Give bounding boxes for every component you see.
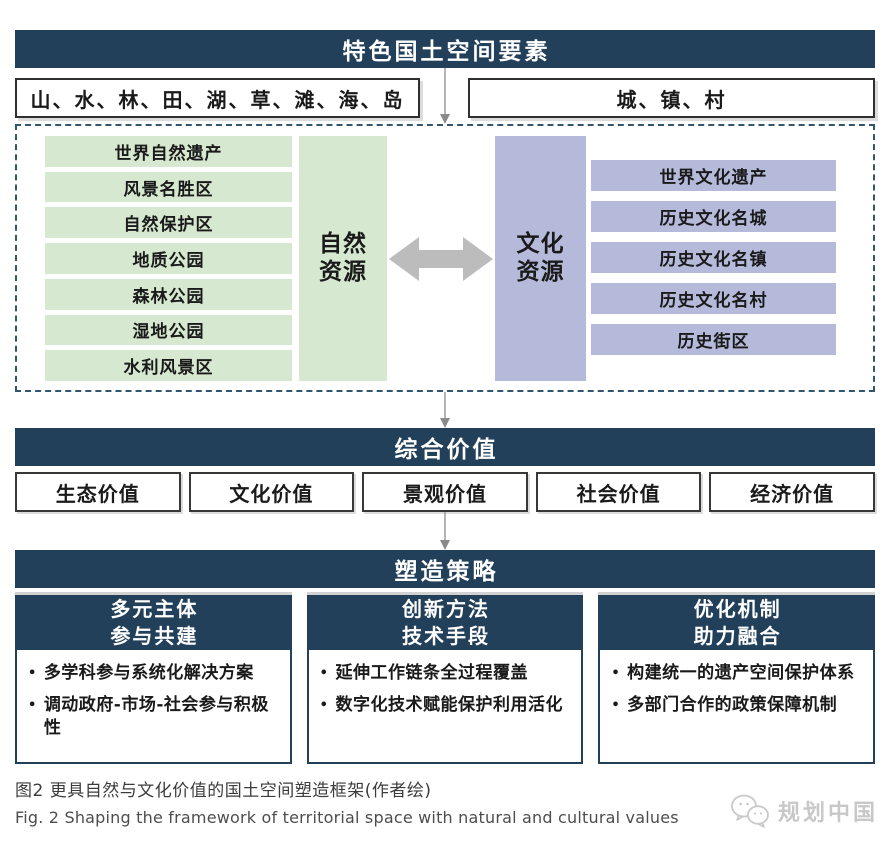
elements-right-box: 城、镇、村 [468, 78, 875, 118]
bullet-item: 多部门合作的政策保障机制 [606, 694, 865, 717]
column-title-line: 助力融合 [693, 623, 782, 648]
cultural-item: 历史文化名村 [591, 283, 836, 314]
exchange-arrow [387, 136, 495, 381]
cultural-item: 历史街区 [591, 324, 836, 355]
bullet-item: 调动政府-市场-社会参与积极性 [23, 694, 282, 740]
column-title-line: 多元主体 [110, 596, 199, 621]
bullet-item: 构建统一的遗产空间保护体系 [606, 662, 865, 685]
natural-items-list: 世界自然遗产 风景名胜区 自然保护区 地质公园 森林公园 湿地公园 水利风景区 [45, 136, 292, 382]
caption-zh: 图2 更具自然与文化价值的国土空间塑造框架(作者绘) [15, 781, 432, 801]
value-box: 经济价值 [709, 472, 875, 512]
natural-item: 地质公园 [45, 243, 292, 274]
resources-panel: 世界自然遗产 风景名胜区 自然保护区 地质公园 森林公园 湿地公园 水利风景区 … [15, 124, 875, 392]
natural-item: 湿地公园 [45, 314, 292, 346]
column-title-line: 优化机制 [693, 596, 782, 621]
bullet-item: 多学科参与系统化解决方案 [23, 662, 282, 685]
wechat-icon [731, 794, 769, 828]
cultural-resources-box: 文化 资源 [495, 136, 586, 381]
logo-text: 规划中国 [777, 801, 878, 826]
strategy-columns: 多元主体 参与共建 多学科参与系统化解决方案 调动政府-市场-社会参与积极性 创… [15, 592, 876, 764]
natural-label-line: 资源 [319, 258, 367, 285]
natural-item: 世界自然遗产 [45, 136, 292, 167]
column-body: 构建统一的遗产空间保护体系 多部门合作的政策保障机制 [598, 650, 876, 764]
cultural-label-line: 资源 [516, 258, 565, 285]
cultural-item: 历史文化名镇 [591, 242, 836, 273]
value-row: 生态价值 文化价值 景观价值 社会价值 经济价值 [15, 472, 875, 512]
strategy-column-3: 优化机制 助力融合 构建统一的遗产空间保护体系 多部门合作的政策保障机制 [598, 592, 876, 764]
value-title: 综合价值 [15, 428, 875, 466]
natural-item: 森林公园 [45, 278, 292, 310]
column-title-line: 创新方法 [402, 596, 490, 621]
column-title-line: 技术手段 [402, 623, 490, 648]
natural-resources-box: 自然 资源 [299, 136, 387, 381]
value-box: 社会价值 [535, 472, 702, 512]
natural-item: 风景名胜区 [45, 171, 292, 203]
down-arrow-icon-mid2 [15, 512, 875, 550]
column-body: 多学科参与系统化解决方案 调动政府-市场-社会参与积极性 [15, 650, 292, 764]
natural-item: 水利风景区 [45, 350, 292, 382]
natural-item: 自然保护区 [45, 207, 292, 239]
cultural-item: 历史文化名城 [591, 201, 836, 232]
elements-left-box: 山、水、林、田、湖、草、滩、海、岛 [15, 78, 420, 118]
down-arrow-icon-mid1 [15, 392, 875, 428]
double-arrow-icon [389, 236, 493, 281]
value-box: 文化价值 [188, 472, 355, 512]
value-box: 生态价值 [15, 472, 181, 512]
elements-row: 山、水、林、田、湖、草、滩、海、岛 城、镇、村 [15, 78, 875, 118]
bullet-item: 延伸工作链条全过程覆盖 [315, 662, 574, 685]
cultural-items-list: 世界文化遗产 历史文化名城 历史文化名镇 历史文化名村 历史街区 [591, 160, 836, 381]
column-title: 创新方法 技术手段 [306, 592, 584, 650]
value-box: 景观价值 [362, 472, 528, 512]
column-body: 延伸工作链条全过程覆盖 数字化技术赋能保护利用活化 [306, 650, 584, 764]
figure-caption: 图2 更具自然与文化价值的国土空间塑造框架(作者绘) Fig. 2 Shapin… [15, 776, 875, 827]
down-arrow-icon-top [439, 68, 451, 124]
column-title: 优化机制 助力融合 [598, 592, 876, 650]
strategy-column-1: 多元主体 参与共建 多学科参与系统化解决方案 调动政府-市场-社会参与积极性 [15, 592, 292, 764]
cultural-item: 世界文化遗产 [591, 160, 836, 191]
bullet-item: 数字化技术赋能保护利用活化 [315, 694, 574, 717]
column-title-line: 参与共建 [110, 623, 199, 648]
cultural-label-line: 文化 [516, 230, 565, 257]
column-title: 多元主体 参与共建 [15, 592, 292, 650]
strategy-column-2: 创新方法 技术手段 延伸工作链条全过程覆盖 数字化技术赋能保护利用活化 [306, 592, 584, 764]
natural-label-line: 自然 [319, 230, 367, 257]
watermark-logo: 规划中国 [729, 793, 878, 829]
main-title: 特色国土空间要素 [15, 30, 875, 68]
strategy-title: 塑造策略 [15, 550, 875, 588]
caption-en: Fig. 2 Shaping the framework of territor… [15, 808, 679, 827]
